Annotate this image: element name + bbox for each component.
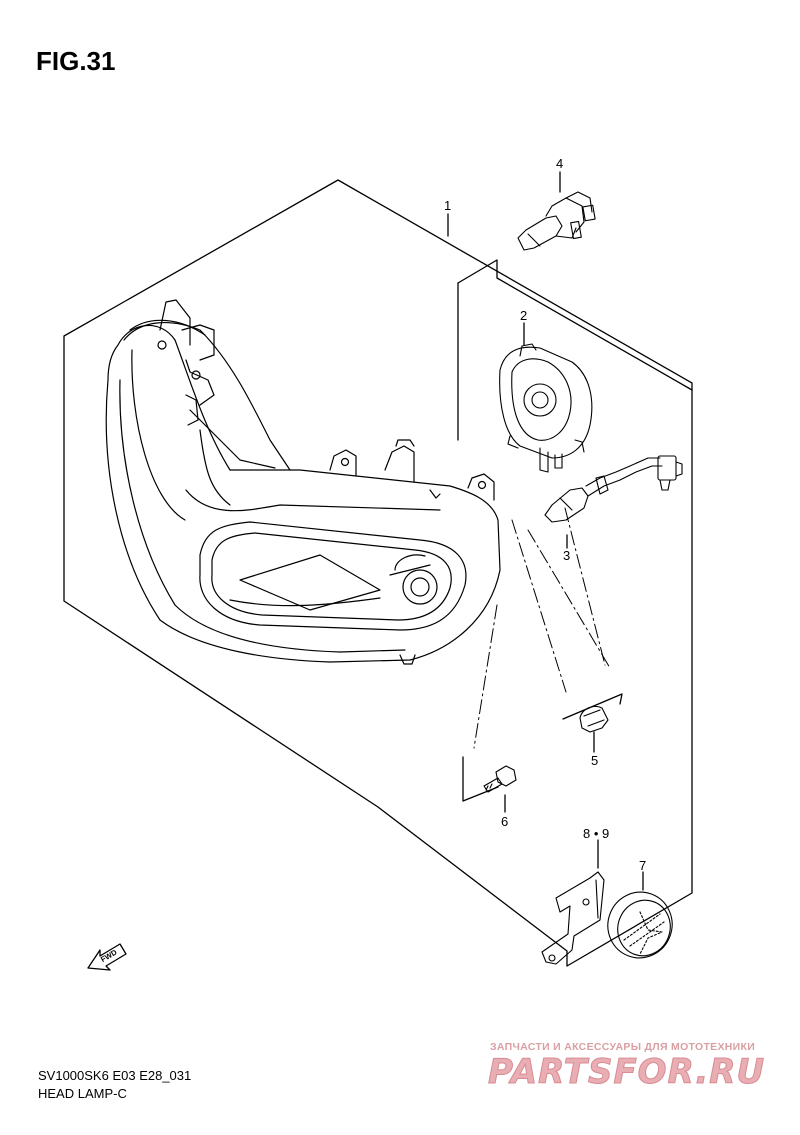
- watermark-tagline: ЗАПЧАСТИ И АКСЕССУАРЫ ДЛЯ МОТОТЕХНИКИ: [490, 1041, 756, 1053]
- assembly-boundary-outline: [64, 180, 692, 966]
- callout-2: 2: [520, 308, 528, 323]
- section-name: HEAD LAMP-C: [38, 1086, 127, 1101]
- subassembly-boundary-outline: [458, 260, 692, 390]
- headlamp-housing: [106, 300, 500, 664]
- callout-1: 1: [444, 198, 452, 213]
- position-lamp-socket: [545, 456, 682, 522]
- bulb-h4: [518, 192, 595, 250]
- bracket: [542, 872, 604, 964]
- callout-5: 5: [591, 753, 599, 768]
- callout-8-9: 8 • 9: [583, 826, 610, 841]
- position-bulb: [580, 706, 608, 732]
- model-code: SV1000SK6 E03 E28_031: [38, 1068, 192, 1083]
- figure-title: FIG.31: [36, 46, 116, 76]
- callout-4: 4: [556, 156, 564, 171]
- callout-6: 6: [501, 814, 509, 829]
- bolt: [484, 766, 516, 792]
- watermark-logo: PARTSFOR.RU: [487, 1052, 766, 1093]
- socket-cover: [500, 344, 592, 472]
- callout-3: 3: [563, 548, 571, 563]
- fwd-arrow-icon: [88, 944, 126, 970]
- cap-badge: [599, 883, 682, 967]
- callout-7: 7: [639, 858, 647, 873]
